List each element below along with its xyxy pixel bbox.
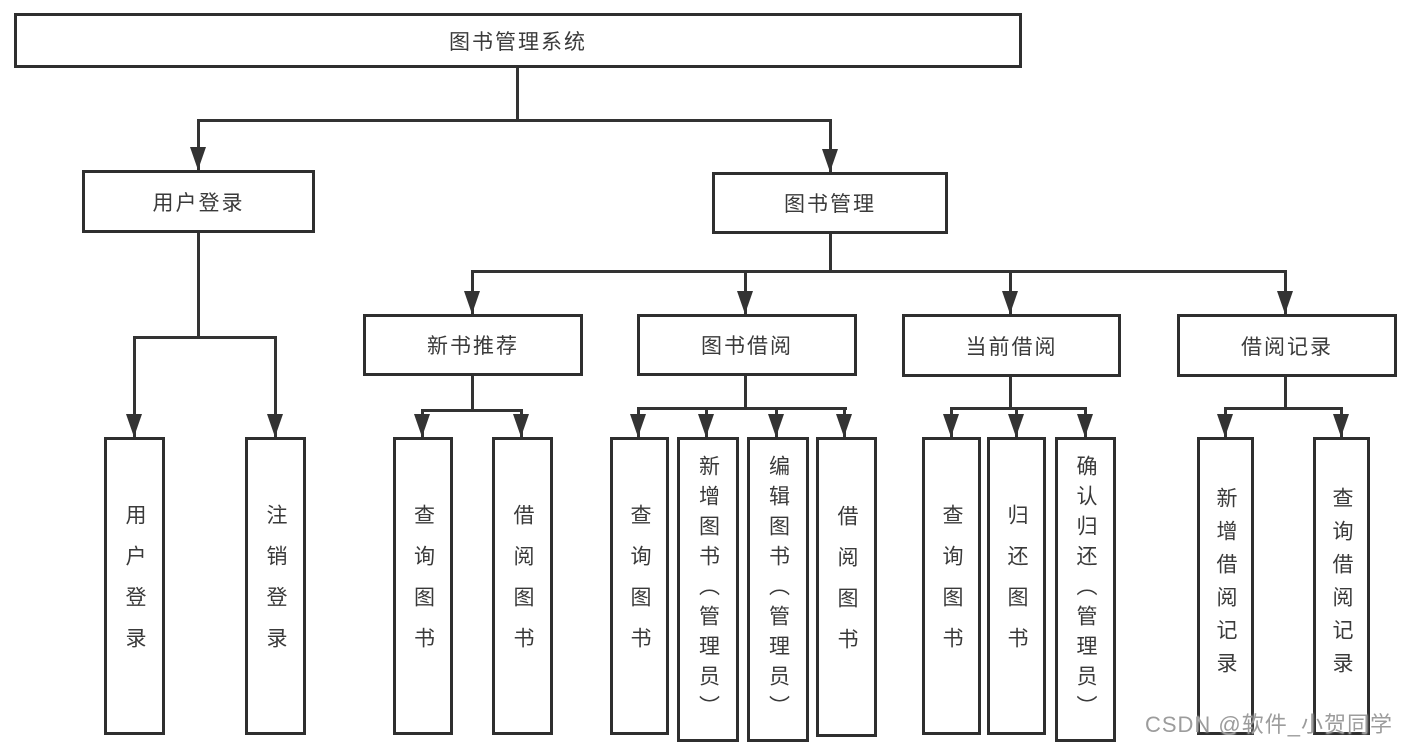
arrow-down-icon (943, 414, 959, 437)
connector-line (829, 119, 832, 172)
arrow-down-icon (768, 414, 784, 437)
connector-line (516, 68, 519, 120)
connector-line (421, 409, 523, 412)
node-label: 图书借阅 (701, 335, 793, 358)
connector-line (950, 407, 1087, 410)
node-query-books-current: 查询图书 (922, 437, 981, 735)
connector-line (1284, 377, 1287, 408)
arrow-down-icon (737, 291, 753, 314)
arrow-down-icon (836, 414, 852, 437)
node-label: 用户登录 (152, 191, 245, 215)
connector-line (637, 407, 847, 410)
node-add-books-admin: 新增图书（管理员） (677, 437, 739, 742)
arrow-down-icon (630, 414, 646, 437)
connector-line (133, 336, 136, 437)
connector-line (1224, 407, 1342, 410)
arrow-down-icon (822, 149, 838, 172)
node-label: 新增借阅记录 (1214, 487, 1237, 685)
node-label: 图书管理系统 (449, 30, 587, 54)
arrow-down-icon (126, 414, 142, 437)
node-user-login: 用户登录 (82, 170, 315, 233)
connector-line (197, 119, 200, 170)
node-confirm-return-admin: 确认归还（管理员） (1055, 437, 1116, 742)
node-query-borrow-record: 查询借阅记录 (1313, 437, 1370, 735)
node-label: 编辑图书（管理员） (766, 454, 790, 725)
node-label: 注销登录 (264, 504, 287, 668)
node-borrow-books-borrowing: 借阅图书 (816, 437, 877, 737)
node-label: 借阅图书 (835, 505, 858, 669)
node-label: 新增图书（管理员） (696, 454, 720, 725)
node-label: 用户登录 (123, 504, 146, 668)
arrow-down-icon (1077, 414, 1093, 437)
connector-line (471, 270, 1287, 273)
arrow-down-icon (1008, 414, 1024, 437)
node-query-books-borrowing: 查询图书 (610, 437, 669, 735)
connector-line (471, 376, 474, 410)
node-edit-books-admin: 编辑图书（管理员） (747, 437, 809, 742)
arrow-down-icon (513, 414, 529, 437)
arrow-down-icon (190, 147, 206, 170)
node-return-books: 归还图书 (987, 437, 1046, 735)
node-book-management: 图书管理 (712, 172, 948, 234)
node-label: 查询图书 (628, 504, 651, 668)
connector-line (829, 234, 832, 271)
connector-line (197, 233, 200, 336)
connector-line (133, 336, 277, 339)
arrow-down-icon (464, 291, 480, 314)
connector-line (274, 336, 277, 437)
node-root-library-system: 图书管理系统 (14, 13, 1022, 68)
connector-line (197, 119, 832, 122)
csdn-watermark: CSDN @软件_小贺同学 (1144, 712, 1393, 737)
node-label: 确认归还（管理员） (1074, 454, 1097, 725)
arrow-down-icon (698, 414, 714, 437)
node-new-book-recommend: 新书推荐 (363, 314, 583, 376)
node-borrow-books-recommend: 借阅图书 (492, 437, 553, 735)
node-label: 借阅图书 (511, 504, 534, 668)
arrow-down-icon (267, 414, 283, 437)
node-add-borrow-record: 新增借阅记录 (1197, 437, 1254, 735)
node-current-borrowing: 当前借阅 (902, 314, 1121, 377)
node-label: 新书推荐 (427, 335, 519, 358)
node-label: 查询图书 (411, 504, 435, 668)
connector-line (1009, 377, 1012, 408)
node-query-books-recommend: 查询图书 (393, 437, 453, 735)
node-label: 归还图书 (1005, 504, 1028, 668)
node-label: 查询借阅记录 (1330, 487, 1353, 685)
arrow-down-icon (1217, 414, 1233, 437)
arrow-down-icon (1333, 414, 1349, 437)
node-label: 查询图书 (940, 504, 963, 668)
node-label: 图书管理 (784, 193, 876, 216)
node-book-borrowing: 图书借阅 (637, 314, 857, 376)
arrow-down-icon (414, 414, 430, 437)
node-label: 当前借阅 (965, 335, 1058, 359)
arrow-down-icon (1277, 291, 1293, 314)
node-label: 借阅记录 (1241, 335, 1333, 359)
arrow-down-icon (1002, 291, 1018, 314)
node-logout-leaf: 注销登录 (245, 437, 306, 735)
node-user-login-leaf: 用户登录 (104, 437, 165, 735)
connector-line (744, 376, 747, 408)
node-borrowing-records: 借阅记录 (1177, 314, 1397, 377)
